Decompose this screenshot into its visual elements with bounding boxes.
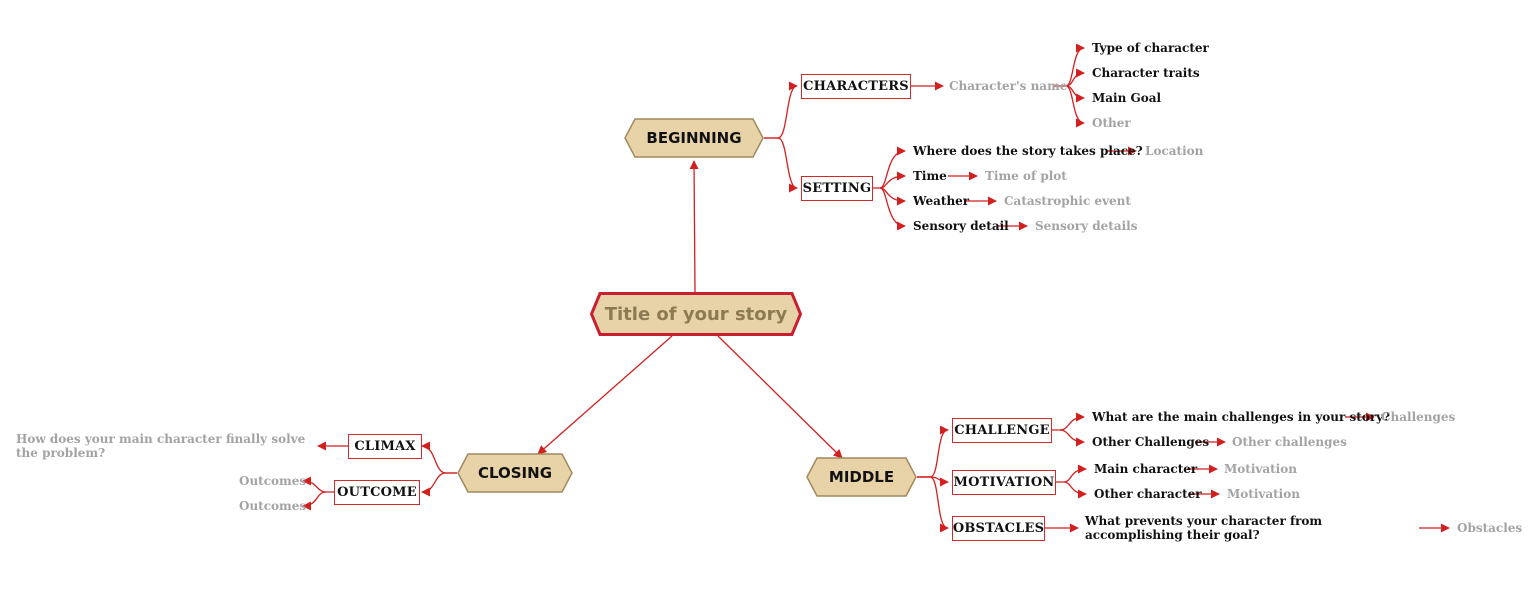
outcome-text-1: Outcomes [239,474,307,488]
obstacles-box[interactable]: OBSTACLES [952,516,1045,541]
outcome-text-2: Outcomes [239,499,307,513]
link-challenge-main [1052,412,1085,431]
obstacles-answer-text: Obstacles [1457,521,1523,535]
setting-location-text: Location [1145,144,1204,158]
setting-time-text: Time [913,169,947,183]
obstacles-question-text: What prevents your character from accomp… [1085,514,1323,542]
link-setting-sensory [879,187,906,231]
main-goal-text: Main Goal [1092,91,1162,105]
other-character-text: Other character [1094,487,1202,501]
motivation-box[interactable]: MOTIVATION [952,470,1056,495]
characters-box[interactable]: CHARACTERS [801,74,911,99]
climax-box[interactable]: CLIMAX [348,434,422,459]
character-name-text: Character's name [949,79,1068,93]
closing-label: CLOSING [477,464,553,482]
setting-box[interactable]: SETTING [801,176,873,201]
link-outcome-2 [302,491,327,511]
link-central-closing [537,335,673,455]
link-setting-where [873,146,906,189]
central-topic-node[interactable]: Title of your story [589,292,803,336]
main-character-text: Main character [1094,462,1198,476]
link-beginning-characters [764,81,798,139]
link-setting-weather [879,187,906,206]
setting-where-text: Where does the story takes place? [913,144,1143,158]
link-middle-obstacles [917,476,949,533]
central-topic-title: Title of your story [604,303,788,325]
type-of-character-text: Type of character [1092,41,1209,55]
link-closing-climax [421,441,457,474]
other-challenges-question-text: Other Challenges [1092,435,1210,449]
challenge-box[interactable]: CHALLENGE [952,418,1052,443]
link-central-middle [717,335,843,459]
link-challenge-other [1059,429,1085,447]
middle-node[interactable]: MIDDLE [806,457,917,497]
link-name-other [1065,85,1085,128]
link-beginning-setting [764,137,798,193]
other-text: Other [1092,116,1131,130]
link-outcome-1 [302,476,334,493]
setting-time-of-plot-text: Time of plot [985,169,1067,183]
other-challenges-text: Other challenges [1232,435,1347,449]
beginning-label: BEGINNING [646,129,742,147]
setting-weather-text: Weather [913,194,970,208]
other-character-motivation-text: Motivation [1227,487,1300,501]
link-central-beginning [689,160,699,293]
setting-sensory-details-text: Sensory details [1035,219,1138,233]
challenges-text: Challenges [1381,410,1456,424]
beginning-node[interactable]: BEGINNING [624,118,764,158]
link-motivation-other [1063,481,1087,499]
main-character-motivation-text: Motivation [1224,462,1297,476]
outcome-box[interactable]: OUTCOME [334,480,420,505]
setting-sensory-text: Sensory detail [913,219,1009,233]
link-closing-outcome [421,472,457,497]
main-challenges-question-text: What are the main challenges in your sto… [1092,410,1391,424]
setting-event-text: Catastrophic event [1004,194,1131,208]
link-motivation-main [1056,464,1087,483]
climax-question-text: How does your main character finally sol… [16,432,306,460]
link-setting-time [879,171,906,189]
link-middle-challenge [917,425,949,478]
character-traits-text: Character traits [1092,66,1200,80]
middle-label: MIDDLE [828,468,895,486]
closing-node[interactable]: CLOSING [457,453,573,493]
